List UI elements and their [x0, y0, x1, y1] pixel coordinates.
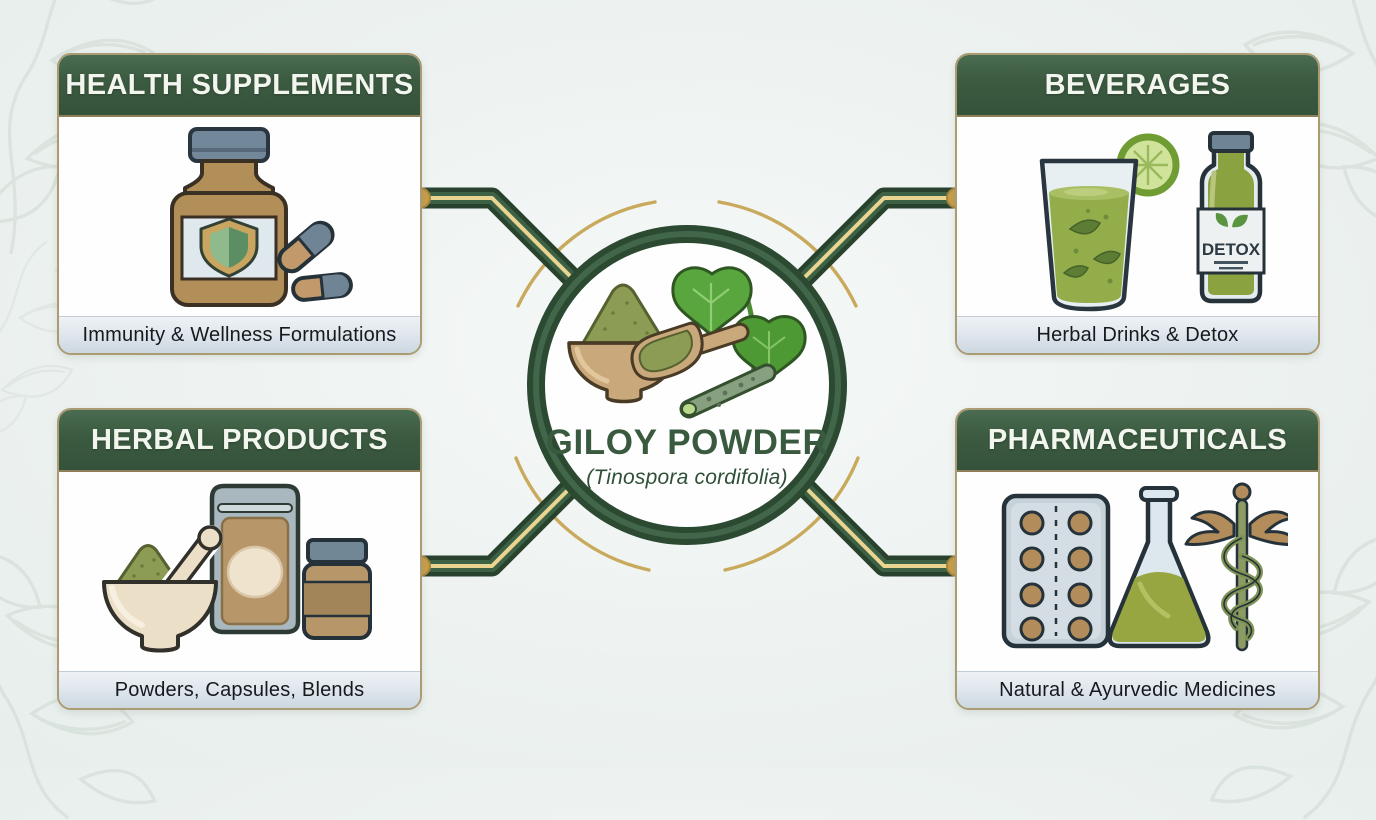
card-title: BEVERAGES — [1044, 68, 1231, 101]
caduceus-icon — [1184, 482, 1288, 651]
giloy-stem-icon — [679, 363, 777, 419]
caption-text: Herbal Drinks & Detox — [1036, 323, 1239, 346]
card-body — [957, 472, 1318, 671]
caption-text: Immunity & Wellness Formulations — [82, 323, 397, 346]
detox-bottle-icon: DETOX — [1196, 130, 1265, 303]
pharmaceuticals-art — [1001, 482, 1288, 651]
blister-pack-icon — [1001, 493, 1110, 648]
beverages-art: DETOX — [1039, 130, 1265, 311]
card-header: HEALTH SUPPLEMENTS — [59, 55, 420, 117]
caption-text: Powders, Capsules, Blends — [114, 678, 365, 701]
card-beverages: BEVERAGES — [955, 53, 1320, 355]
supplement-bottle-icon — [169, 126, 288, 307]
pouch-icon — [209, 483, 300, 634]
herbal-products-art — [101, 483, 372, 652]
card-pharmaceuticals: PHARMACEUTICALS — [955, 408, 1320, 710]
card-herbal-products: HERBAL PRODUCTS — [57, 408, 422, 710]
center-subtitle: (Tinospora cordifolia) — [586, 466, 788, 489]
card-header: PHARMACEUTICALS — [957, 410, 1318, 472]
health-supplements-art — [169, 126, 353, 307]
center-title: GILOY POWDER — [545, 423, 829, 462]
shield-icon — [199, 217, 258, 277]
flask-icon — [1106, 485, 1211, 648]
gold-arc-decoration — [514, 200, 860, 572]
card-health-supplements: HEALTH SUPPLEMENTS — [57, 53, 422, 355]
mortar-pestle-icon — [101, 524, 223, 652]
juice-glass-icon — [1039, 158, 1138, 311]
jar-icon — [301, 537, 372, 640]
capsules-icon — [276, 220, 353, 302]
card-caption: Powders, Capsules, Blends — [59, 671, 420, 708]
card-caption: Natural & Ayurvedic Medicines — [957, 671, 1318, 708]
diagram-connector-layer — [409, 187, 968, 577]
scoop-icon — [630, 321, 750, 381]
card-header: BEVERAGES — [957, 55, 1318, 117]
card-caption: Herbal Drinks & Detox — [957, 316, 1318, 353]
card-body: DETOX — [957, 117, 1318, 316]
card-caption: Immunity & Wellness Formulations — [59, 316, 420, 353]
caption-text: Natural & Ayurvedic Medicines — [999, 678, 1276, 701]
card-title: HEALTH SUPPLEMENTS — [65, 68, 414, 101]
card-body — [59, 117, 420, 316]
giloy-leaf-icon — [671, 266, 807, 381]
detox-label: DETOX — [1201, 240, 1260, 259]
card-body — [59, 472, 420, 671]
card-header: HERBAL PRODUCTS — [59, 410, 420, 472]
card-title: PHARMACEUTICALS — [987, 423, 1288, 456]
center-node: GILOY POWDER (Tinospora cordifolia) — [537, 237, 837, 533]
giloy-illustration — [567, 266, 807, 419]
center-circle-ring-highlight — [533, 231, 841, 539]
card-title: HERBAL PRODUCTS — [90, 423, 389, 456]
